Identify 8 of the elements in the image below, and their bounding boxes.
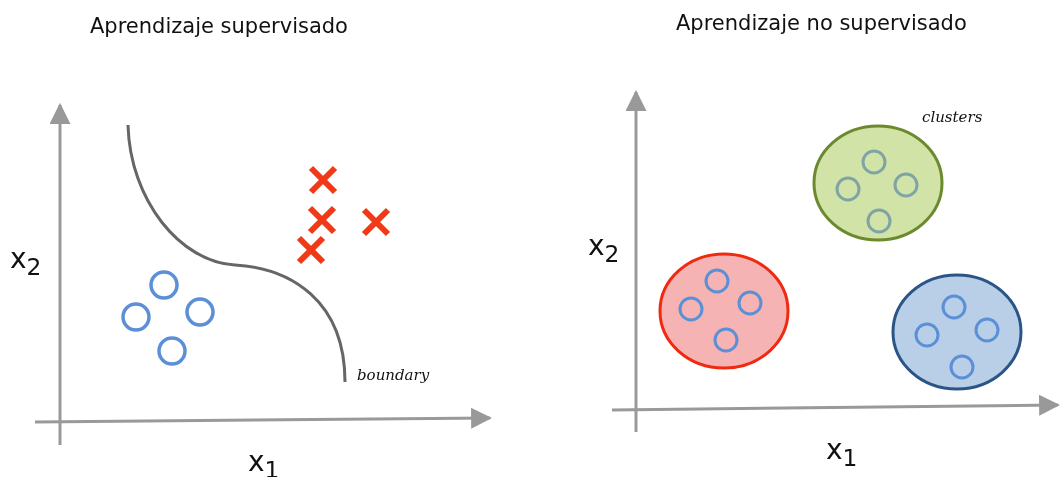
annotation: clusters xyxy=(922,110,983,125)
axis-label: x$_{2}$ xyxy=(10,245,42,279)
panel-title: Aprendizaje no supervisado xyxy=(676,13,967,34)
axis-label: x$_{1}$ xyxy=(826,436,858,470)
panel-title: Aprendizaje supervisado xyxy=(90,16,348,37)
axis-label: x$_{1}$ xyxy=(248,448,280,477)
annotation: boundary xyxy=(357,368,430,383)
axis-label: x$_{2}$ xyxy=(588,232,620,266)
